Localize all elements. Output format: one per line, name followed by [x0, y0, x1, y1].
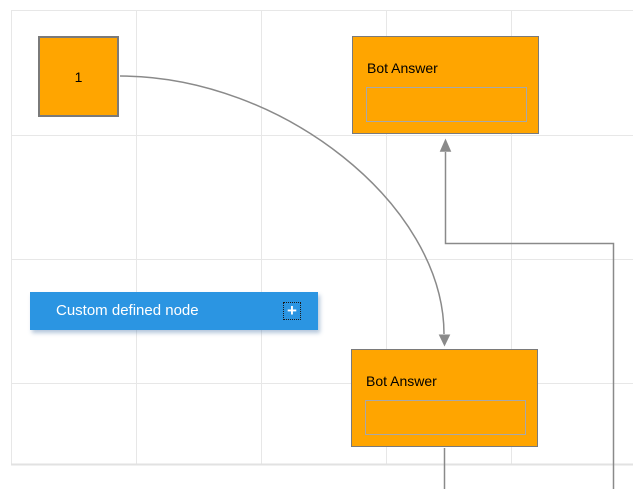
node-bot-answer-top-title: Bot Answer: [367, 60, 438, 76]
node-bot-answer-bottom-textbox[interactable]: [365, 400, 526, 435]
arrowhead-down-icon: [438, 334, 451, 347]
node-start[interactable]: 1: [38, 36, 119, 117]
node-bot-answer-bottom[interactable]: Bot Answer: [351, 349, 538, 447]
node-bot-answer-bottom-title: Bot Answer: [366, 373, 437, 389]
arrowhead-up-icon: [439, 138, 452, 152]
node-custom-defined-label: Custom defined node: [56, 302, 199, 319]
add-node-icon[interactable]: +: [283, 302, 301, 320]
node-custom-defined[interactable]: Custom defined node +: [30, 292, 318, 330]
node-bot-answer-top[interactable]: Bot Answer: [352, 36, 539, 134]
node-start-label: 1: [74, 68, 83, 85]
node-bot-answer-top-textbox[interactable]: [366, 87, 527, 122]
